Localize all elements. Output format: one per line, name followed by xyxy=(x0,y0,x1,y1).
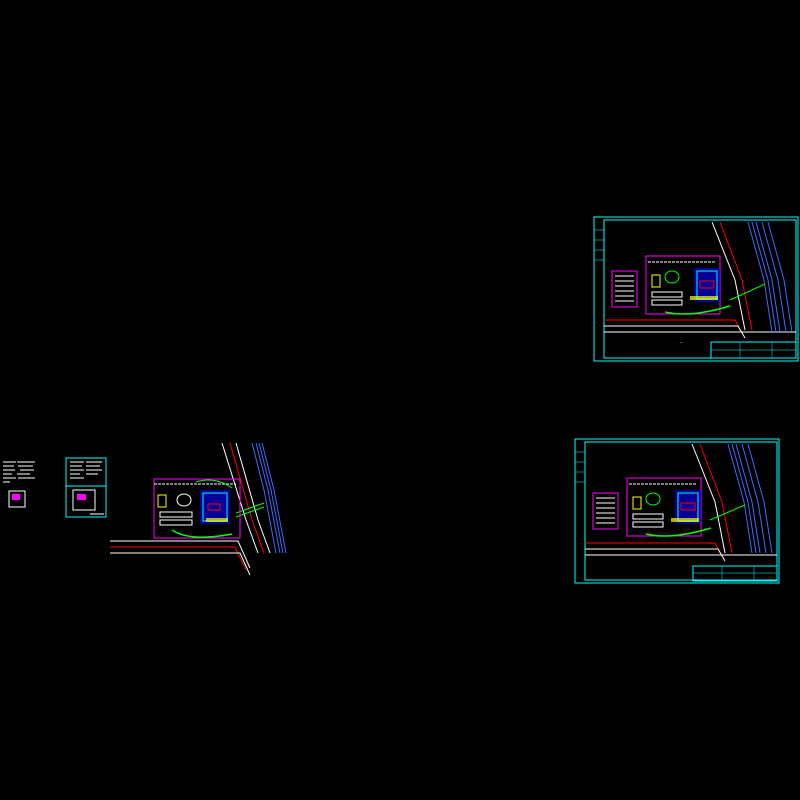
svg-text:‗: ‗ xyxy=(680,338,683,343)
sheet-bottom-right xyxy=(574,438,780,584)
legend-thumbnail-sheet xyxy=(65,457,107,518)
site-plan-left xyxy=(110,442,287,576)
sheet-top-right: ‗ xyxy=(593,216,799,362)
notes-thumbnail xyxy=(3,461,35,508)
